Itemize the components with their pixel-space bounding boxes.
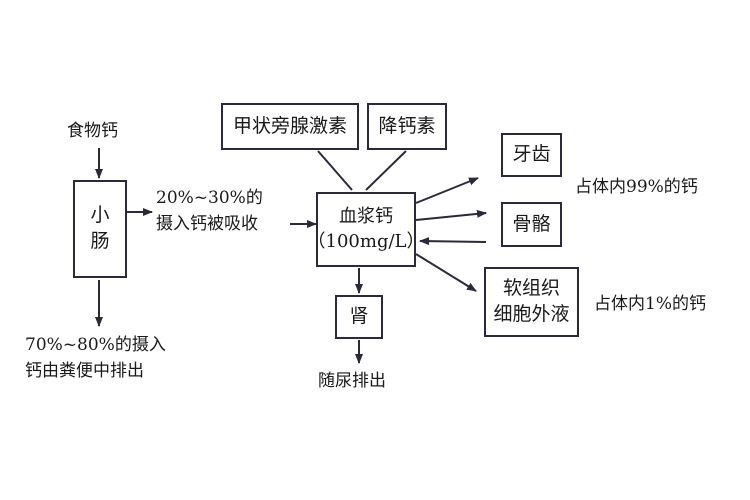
urine-label: 随尿排出 [318, 371, 386, 391]
line-calcitonin-to-plasma [365, 150, 407, 191]
pth-box: 甲状旁腺激素 [221, 103, 359, 150]
soft-tissue-line1: 软组织 [502, 277, 560, 300]
pct1-label: 占体内1%的钙 [594, 294, 706, 314]
arrow-plasma-to-softtissue [415, 253, 477, 292]
small-intestine-line2: 肠 [90, 230, 110, 252]
pct99-label: 占体内99%的钙 [575, 177, 698, 197]
small-intestine-line1: 小 [90, 204, 110, 227]
arrow-plasma-to-bone [415, 209, 487, 221]
soft-tissue-box: 软组织 细胞外液 [484, 267, 579, 337]
line-pth-to-plasma [317, 150, 353, 191]
feces-label: 70%~80%的摄入 钙由粪便中排出 [25, 333, 166, 384]
arrow-bone-to-plasma [419, 237, 487, 246]
teeth-box: 牙齿 [501, 133, 562, 177]
feces-line1: 70%~80%的摄入 [25, 335, 166, 355]
plasma-calcium-box: 血浆钙 （100mg/L） [308, 192, 424, 267]
plasma-calcium-line2: （100mg/L） [307, 230, 425, 252]
small-intestine-box: 小 肠 [73, 180, 127, 278]
plasma-calcium-line1: 血浆钙 [339, 206, 393, 228]
feces-line2: 钙由粪便中排出 [25, 360, 144, 381]
kidney-box: 肾 [335, 295, 383, 339]
arrow-plasma-to-teeth [415, 177, 479, 204]
bone-box: 骨骼 [501, 202, 562, 247]
food-calcium-label: 食物钙 [67, 121, 118, 141]
absorbed-line1: 20%~30%的 [156, 188, 263, 208]
absorbed-label: 20%~30%的 摄入钙被吸收 [156, 186, 263, 237]
absorbed-line2: 摄入钙被吸收 [156, 213, 258, 234]
calcitonin-box: 降钙素 [367, 103, 447, 150]
soft-tissue-line2: 细胞外液 [493, 303, 570, 325]
